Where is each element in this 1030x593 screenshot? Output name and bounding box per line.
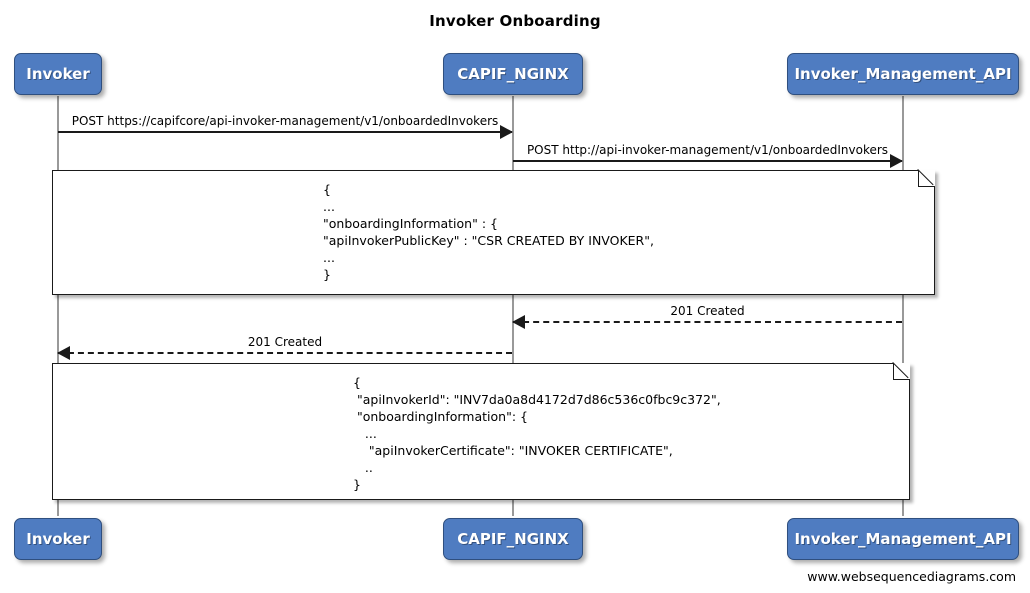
arrow-head-icon: [890, 154, 903, 168]
note-fold-icon: [893, 363, 910, 380]
message-line: [513, 321, 902, 323]
note-request-body-text: { ... "onboardingInformation" : { "apiIn…: [323, 182, 654, 282]
message-label: POST http://api-invoker-management/v1/on…: [526, 143, 889, 157]
actor-foot-capif-nginx[interactable]: CAPIF_NGINX: [443, 518, 583, 560]
actor-head-invoker-management-api[interactable]: Invoker_Management_API: [787, 53, 1019, 95]
note-response-body: { "apiInvokerId": "INV7da0a8d4172d7d86c5…: [52, 363, 910, 500]
actor-head-invoker[interactable]: Invoker: [14, 53, 102, 95]
arrow-head-icon: [512, 315, 525, 329]
arrow-head-icon: [500, 125, 513, 139]
message-line: [513, 160, 902, 162]
message-line: [58, 352, 512, 354]
message-label: 201 Created: [670, 304, 745, 318]
actor-label: Invoker: [26, 65, 90, 83]
message-line: [58, 131, 512, 133]
actor-foot-invoker[interactable]: Invoker: [14, 518, 102, 560]
footer-watermark: www.websequencediagrams.com: [807, 569, 1016, 584]
lifeline-invoker: [57, 96, 59, 516]
actor-label: Invoker_Management_API: [794, 65, 1012, 83]
actor-label: Invoker: [26, 530, 90, 548]
arrow-head-icon: [57, 346, 70, 360]
actor-label: CAPIF_NGINX: [457, 65, 569, 83]
actor-label: CAPIF_NGINX: [457, 530, 569, 548]
message-label: POST https://capifcore/api-invoker-manag…: [71, 114, 499, 128]
note-fold-icon: [918, 170, 935, 187]
actor-foot-invoker-management-api[interactable]: Invoker_Management_API: [787, 518, 1019, 560]
page-title: Invoker Onboarding: [429, 12, 601, 30]
actor-head-capif-nginx[interactable]: CAPIF_NGINX: [443, 53, 583, 95]
lifeline-invoker-management-api: [902, 96, 904, 516]
message-label: 201 Created: [247, 335, 323, 349]
lifeline-capif-nginx: [512, 96, 514, 516]
actor-label: Invoker_Management_API: [794, 530, 1012, 548]
note-request-body: { ... "onboardingInformation" : { "apiIn…: [52, 170, 935, 295]
note-response-body-text: { "apiInvokerId": "INV7da0a8d4172d7d86c5…: [353, 375, 721, 492]
